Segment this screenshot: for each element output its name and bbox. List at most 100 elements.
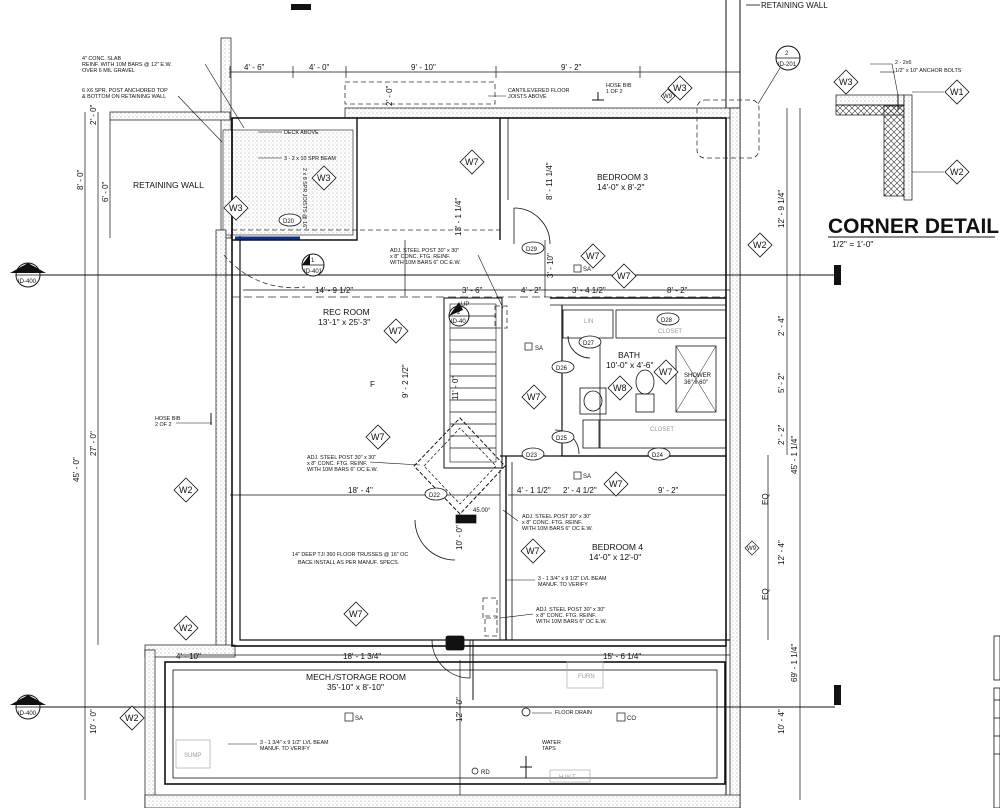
- svg-text:W3: W3: [229, 203, 243, 213]
- note-steel2-1: ADJ. STEEL POST 30" x 30": [307, 455, 376, 461]
- svg-text:W1: W1: [950, 87, 964, 97]
- eq-label-2: EQ: [761, 588, 770, 600]
- wall-tag-w7: W7: [603, 471, 629, 497]
- room-bedroom-3: BEDROOM 3 14'-0" x 8'-2": [597, 172, 648, 192]
- note-hosebib1-2: 1 OF 2: [606, 89, 622, 95]
- note-steel3-3: WITH 10M BARS 6" OC E.W.: [522, 526, 593, 532]
- dim-beam-v: 2' - 0": [385, 85, 394, 106]
- svg-text:W3: W3: [673, 83, 687, 93]
- note-steel4-1: ADJ. STEEL POST 30" x 30": [536, 607, 605, 613]
- dim-right-2: 2' - 4": [777, 315, 786, 336]
- note-lvl1-2: MANUF. TO VERIFY: [538, 582, 588, 588]
- note-lvl2-1: 3 - 1 3/4" x 9 1/2" LVL BEAM: [260, 740, 329, 746]
- svg-text:W2: W2: [179, 485, 193, 495]
- svg-text:W7: W7: [659, 367, 673, 377]
- wall-tag-w7: W7: [459, 149, 485, 175]
- door-tag-d27: D27: [578, 335, 602, 349]
- wall-tag-w7: W7: [521, 384, 547, 410]
- corner-detail-scale: 1/2" = 1'-0": [832, 239, 873, 249]
- wall-tag-w9: W9: [744, 540, 760, 556]
- note-hosebib1-1: HOSE BIB: [606, 83, 632, 89]
- dim-b3-v: 8' - 11 1/4": [545, 162, 554, 200]
- rd-label: RD: [481, 770, 490, 776]
- wall-tag-w3: W3: [833, 69, 859, 95]
- dim-mid-low-2: 2' - 4 1/2": [563, 486, 597, 495]
- note-hosebib2-2: 2 OF 2: [155, 422, 171, 428]
- note-cantilever-1: CANTILEVERED FLOOR: [508, 88, 570, 94]
- lin-label: LIN: [584, 319, 593, 325]
- dim-deck-3: 8' - 0": [76, 169, 85, 190]
- svg-text:ID-400: ID-400: [18, 279, 37, 285]
- note-steel1-2: x 8" CONC. FTG. REINF.: [390, 254, 450, 260]
- svg-text:W7: W7: [527, 392, 541, 402]
- svg-text:W7: W7: [371, 432, 385, 442]
- svg-text:ID-401: ID-401: [304, 269, 323, 275]
- note-post-1: 6 X6 SPR. POST ANCHORED TOP: [82, 88, 168, 94]
- eq-label-1: EQ: [761, 493, 770, 505]
- f-label: F: [370, 380, 375, 389]
- dim-top-1: 4' - 6": [244, 63, 265, 72]
- wall-tag-w7: W7: [580, 243, 606, 269]
- dim-right-4: 2' - 2": [777, 424, 786, 445]
- corner-bolts-label: 1/2" x 10" ANCHOR BOLTS: [895, 68, 962, 74]
- sump-label: SUMP: [184, 753, 201, 759]
- wall-tag-w7: W7: [383, 318, 409, 344]
- note-floor-drain: FLOOR DRAIN: [555, 710, 592, 716]
- note-post-2: & BOTTOM ON RETAINING WALL: [82, 94, 166, 100]
- note-cantilever-2: JOISTS ABOVE: [508, 94, 547, 100]
- svg-text:D23: D23: [526, 453, 538, 459]
- note-trusses-1: 14" DEEP TJI 360 FLOOR TRUSSES @ 16" OC: [292, 552, 408, 558]
- notes: 4" CONC. SLAB REINF. WITH 10M BARS @ 12"…: [82, 56, 632, 752]
- svg-text:D26: D26: [556, 366, 568, 372]
- leaders: [176, 63, 552, 745]
- note-up: UP: [461, 302, 469, 308]
- dim-right-6: 12' - 4": [777, 540, 786, 565]
- svg-text:1: 1: [311, 258, 315, 264]
- svg-text:ID-201: ID-201: [778, 62, 797, 68]
- room-size: 13'-1" x 25'-3": [318, 317, 370, 327]
- shower-label-1: SHOWER: [684, 373, 712, 379]
- svg-text:D24: D24: [652, 453, 664, 459]
- svg-text:W2: W2: [125, 713, 139, 723]
- dim-rec-width: 14' - 9 1/2": [315, 286, 353, 295]
- note-slab-2: REINF. WITH 10M BARS @ 12" E.W.: [82, 62, 172, 68]
- note-steel4-3: WITH 10M BARS 6" OC E.W.: [536, 619, 607, 625]
- note-steel3-1: ADJ. STEEL POST 30" x 30": [522, 514, 591, 520]
- door-swings: [414, 207, 591, 679]
- dim-mid-1: 3' - 6": [462, 286, 483, 295]
- dim-mech-v: 12' - 0": [455, 697, 464, 722]
- note-slab-1: 4" CONC. SLAB: [82, 56, 121, 62]
- svg-text:2: 2: [25, 700, 29, 706]
- wall-tag-w7: W7: [653, 359, 679, 385]
- title-block-stub: [993, 635, 1000, 808]
- svg-text:D25: D25: [556, 436, 568, 442]
- dim-right-5: 45' - 1 1/4": [790, 436, 799, 474]
- dim-stair-h: 9' - 2 1/2": [401, 364, 410, 398]
- room-size: 14'-0" x 12'-0": [589, 552, 641, 562]
- top-section-marker: [291, 4, 311, 10]
- room-size: 35'-10" x 8'-10": [327, 682, 384, 692]
- section-callout-id400-1: 1 ID-400: [10, 262, 46, 288]
- foundation-walls: [109, 37, 741, 808]
- co-label: CO: [627, 716, 636, 722]
- dim-rec-low: 18' - 4": [348, 486, 373, 495]
- room-bath: BATH 10'-0" x 4'-6": [606, 350, 654, 370]
- furn-label: FURN: [578, 674, 595, 680]
- note-beam: 3 - 2 x 10 SPR BEAM: [284, 156, 336, 162]
- room-name: BEDROOM 3: [597, 172, 648, 182]
- svg-text:W7: W7: [465, 157, 479, 167]
- dim-right-7: 69' - 1 1/4": [790, 644, 799, 682]
- bath-fixtures: [579, 369, 655, 415]
- dim-b3-sub: 3' - 10": [546, 253, 555, 278]
- svg-text:W7: W7: [349, 609, 363, 619]
- svg-text:W7: W7: [586, 251, 600, 261]
- door-tag-d28: D28: [656, 312, 680, 326]
- note-steel1-1: ADJ. STEEL POST 30" x 30": [390, 248, 459, 254]
- svg-text:D29: D29: [526, 247, 538, 253]
- door-tag-d22: D22: [424, 487, 448, 501]
- staircase: [413, 315, 506, 524]
- svg-text:W2: W2: [179, 623, 193, 633]
- section-callout-id400-2: 2 ID-400: [10, 694, 46, 720]
- sa-label-2: SA: [583, 267, 591, 273]
- corner-plate-label: 2 - 2x6: [895, 60, 911, 66]
